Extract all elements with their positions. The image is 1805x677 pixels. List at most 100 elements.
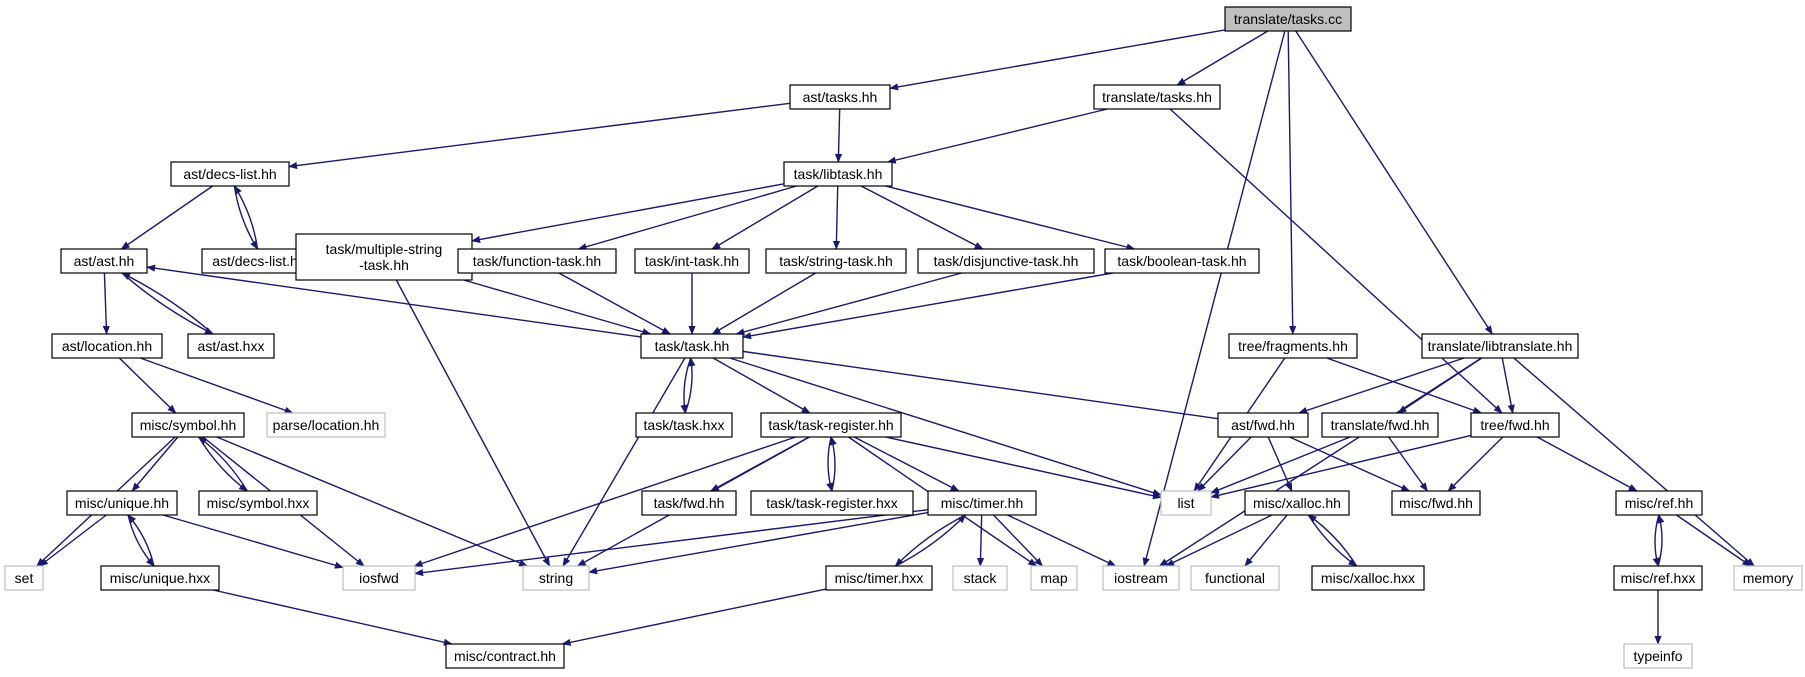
node-label-line: task/task.hxx <box>644 417 725 433</box>
node-label-line: task/string-task.hh <box>779 253 893 269</box>
node-ast-hh[interactable]: ast/ast.hh <box>60 248 148 274</box>
node-box <box>760 412 902 438</box>
node-label-line: set <box>15 570 34 586</box>
node-label: ast/location.hh <box>62 338 152 354</box>
node-unique-hxx[interactable]: misc/unique.hxx <box>100 565 220 591</box>
node-string-task[interactable]: task/string-task.hh <box>765 248 907 274</box>
node-symbol-hxx[interactable]: misc/symbol.hxx <box>198 490 318 516</box>
node-label-line: task/disjunctive-task.hh <box>934 253 1079 269</box>
dependency-edge <box>562 357 686 567</box>
node-int[interactable]: task/int-task.hh <box>634 248 750 274</box>
node-box <box>60 248 148 274</box>
node-label: misc/xalloc.hxx <box>1321 570 1415 586</box>
dependency-edge <box>1158 357 1482 567</box>
node-decs-list[interactable]: ast/decs-list.hh <box>170 161 290 187</box>
node-label-line: misc/timer.hxx <box>835 570 924 586</box>
node-label: misc/contract.hh <box>454 648 556 664</box>
node-label-line: memory <box>1743 570 1794 586</box>
node-ast-fwd[interactable]: ast/fwd.hh <box>1217 412 1309 438</box>
node-label-line: tree/fragments.hh <box>1238 338 1348 354</box>
node-label-line: misc/ref.hxx <box>1621 570 1696 586</box>
node-contract[interactable]: misc/contract.hh <box>445 643 565 669</box>
node-box <box>522 565 590 591</box>
dependency-edge <box>684 357 696 414</box>
node-label: misc/ref.hxx <box>1621 570 1696 586</box>
node-ref-hxx[interactable]: misc/ref.hxx <box>1613 565 1703 591</box>
node-label: typeinfo <box>1633 648 1682 664</box>
node-libtask[interactable]: task/libtask.hh <box>783 161 893 187</box>
node-root[interactable]: translate/tasks.cc <box>1224 6 1352 32</box>
node-task-reg-hxx[interactable]: task/task-register.hxx <box>750 490 914 516</box>
node-label-line: translate/libtranslate.hh <box>1428 338 1573 354</box>
node-box <box>131 412 245 438</box>
node-label: string <box>539 570 573 586</box>
node-task-reg[interactable]: task/task-register.hh <box>760 412 902 438</box>
node-timer-hxx[interactable]: misc/timer.hxx <box>825 565 933 591</box>
node-box <box>342 565 416 591</box>
node-ref[interactable]: misc/ref.hh <box>1615 490 1703 516</box>
node-tr-tasks[interactable]: translate/tasks.hh <box>1093 84 1221 110</box>
dependency-edge <box>198 436 248 492</box>
node-bool[interactable]: task/boolean-task.hh <box>1104 248 1260 274</box>
dependency-edge <box>558 272 671 335</box>
dependency-edge <box>233 185 259 250</box>
node-label-line: iostream <box>1114 570 1168 586</box>
node-ast-hxx[interactable]: ast/ast.hxx <box>187 333 275 359</box>
dependency-edge <box>1165 514 1273 567</box>
dependency-edge <box>1657 514 1665 567</box>
node-functional: functional <box>1190 565 1280 591</box>
node-box <box>952 565 1008 591</box>
dependency-edge <box>834 108 843 163</box>
node-label: task/task.hxx <box>644 417 725 433</box>
node-box <box>1470 412 1560 438</box>
node-label-line: iosfwd <box>359 570 399 586</box>
node-box <box>1190 565 1280 591</box>
dependency-edge <box>1007 514 1117 567</box>
node-label: misc/timer.hxx <box>835 570 924 586</box>
node-box <box>295 233 473 281</box>
node-fragments[interactable]: tree/fragments.hh <box>1228 333 1358 359</box>
node-label: map <box>1040 570 1067 586</box>
node-label: memory <box>1743 570 1794 586</box>
node-label: ast/tasks.hh <box>803 89 878 105</box>
dependency-edge <box>826 436 834 492</box>
node-symbol[interactable]: misc/symbol.hh <box>131 412 245 438</box>
node-label: translate/libtranslate.hh <box>1428 338 1573 354</box>
dependency-edge <box>1307 514 1358 567</box>
node-task-fwd[interactable]: task/fwd.hh <box>641 490 737 516</box>
dependency-edge <box>120 185 214 250</box>
node-tree-fwd[interactable]: tree/fwd.hh <box>1470 412 1560 438</box>
dependency-edge <box>577 185 797 251</box>
dependency-edge <box>895 514 967 567</box>
node-box <box>1733 565 1803 591</box>
node-task-hh[interactable]: task/task.hh <box>640 333 744 359</box>
node-label: translate/tasks.cc <box>1234 11 1342 27</box>
node-label: misc/xalloc.hh <box>1253 495 1341 511</box>
node-label: stack <box>964 570 998 586</box>
node-multi[interactable]: task/multiple-string-task.hh <box>295 233 473 281</box>
node-timer[interactable]: misc/timer.hh <box>927 490 1037 516</box>
dependency-edge <box>1287 30 1297 335</box>
node-label: task/task.hh <box>655 338 730 354</box>
node-label-line: misc/timer.hh <box>941 495 1023 511</box>
node-box <box>783 161 893 187</box>
node-xalloc[interactable]: misc/xalloc.hh <box>1244 490 1350 516</box>
node-label: task/function-task.hh <box>473 253 601 269</box>
dependency-edge <box>1176 30 1269 86</box>
node-ast-tasks[interactable]: ast/tasks.hh <box>789 84 891 110</box>
node-xalloc-hxx[interactable]: misc/xalloc.hxx <box>1311 565 1425 591</box>
node-disj[interactable]: task/disjunctive-task.hh <box>917 248 1095 274</box>
node-location[interactable]: ast/location.hh <box>51 333 163 359</box>
node-task-hxx[interactable]: task/task.hxx <box>635 412 733 438</box>
dependency-edge <box>1536 436 1638 492</box>
node-tr-fwd[interactable]: translate/fwd.hh <box>1321 412 1439 438</box>
node-label: task/fwd.hh <box>654 495 725 511</box>
node-libtranslate[interactable]: translate/libtranslate.hh <box>1421 333 1579 359</box>
node-func[interactable]: task/function-task.hh <box>457 248 617 274</box>
node-label-line: task/boolean-task.hh <box>1117 253 1246 269</box>
node-misc-fwd[interactable]: misc/fwd.hh <box>1391 490 1481 516</box>
node-unique[interactable]: misc/unique.hh <box>66 490 178 516</box>
node-box <box>1321 412 1439 438</box>
dependency-edge <box>885 436 1162 500</box>
